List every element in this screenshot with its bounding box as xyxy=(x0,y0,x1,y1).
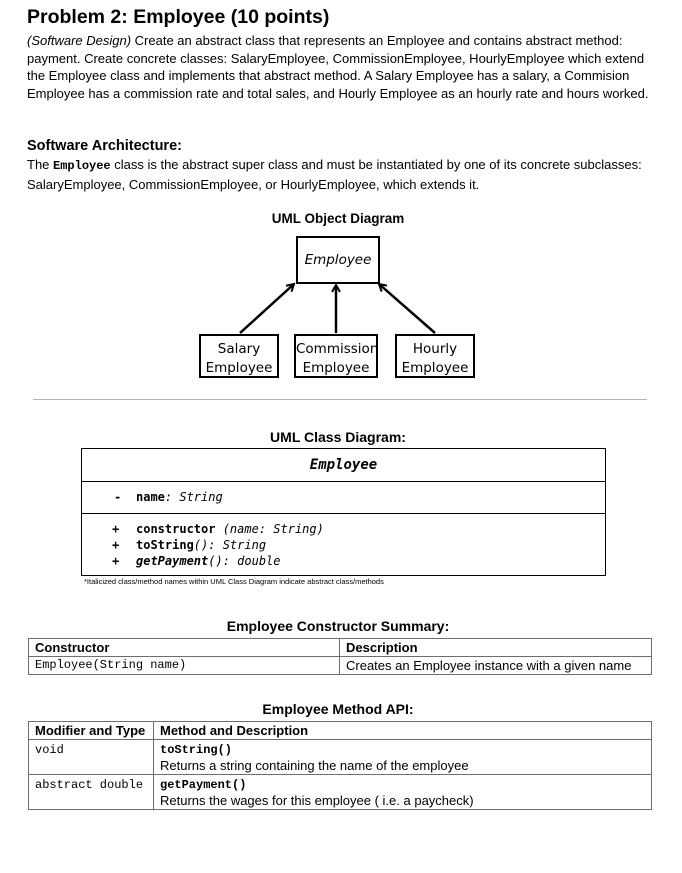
method-name-constructor: constructor xyxy=(136,522,216,536)
method-line-tostring: toString(): String xyxy=(136,538,266,552)
modifier-col-header: Modifier and Type xyxy=(28,721,154,740)
method-line-getpayment: getPayment(): double xyxy=(136,554,281,568)
commission-line2: Employee xyxy=(302,360,370,376)
constructor-summary-heading: Employee Constructor Summary: xyxy=(226,618,450,634)
architecture-text-after: class is the abstract super class and mu… xyxy=(27,157,642,192)
modifier-cell: void xyxy=(28,739,154,775)
table-row: Employee(String name) Creates an Employe… xyxy=(28,656,652,675)
architecture-text: The Employee class is the abstract super… xyxy=(27,156,667,193)
method-visibility-3: + xyxy=(112,554,120,568)
architecture-class-name: Employee xyxy=(53,159,111,173)
method-description: Returns the wages for this employee ( i.… xyxy=(160,793,474,808)
method-visibility-2: + xyxy=(112,538,120,552)
abstract-note: *Italicized class/method names within UM… xyxy=(84,577,384,586)
table-row: void toString() Returns a string contain… xyxy=(28,739,652,775)
intro-label: (Software Design) xyxy=(27,33,132,48)
section-divider xyxy=(33,399,647,400)
uml-class-box: Employee - name: String + constructor (n… xyxy=(81,448,606,576)
employee-object-box: Employee xyxy=(296,236,380,284)
intro-paragraph: (Software Design) Create an abstract cla… xyxy=(27,32,659,102)
method-description: Returns a string containing the name of … xyxy=(160,758,469,773)
field-name-line: name: String xyxy=(136,490,223,504)
method-name-tostring: toString xyxy=(136,538,194,552)
hourly-line2: Employee xyxy=(401,360,469,376)
salary-line1: Salary xyxy=(217,341,261,357)
intro-text: Create an abstract class that represents… xyxy=(27,33,649,101)
method-table-header: Modifier and Type Method and Description xyxy=(28,721,652,740)
method-name-getpayment: getPayment xyxy=(136,554,209,568)
method-cell: getPayment() Returns the wages for this … xyxy=(153,774,652,810)
field-type: : String xyxy=(164,490,223,504)
class-diagram-heading: UML Class Diagram: xyxy=(270,429,406,445)
method-visibility-1: + xyxy=(112,522,120,536)
method-line-constructor: constructor (name: String) xyxy=(136,522,324,536)
description-cell: Creates an Employee instance with a give… xyxy=(339,656,652,675)
uml-class-name: Employee xyxy=(82,449,605,482)
arrow-salary xyxy=(239,284,294,334)
method-sig-getpayment: (): double xyxy=(208,554,281,568)
object-diagram-heading: UML Object Diagram xyxy=(271,211,405,226)
constructor-col-header: Constructor xyxy=(28,638,340,657)
method-name: getPayment() xyxy=(160,778,247,792)
salary-line2: Employee xyxy=(205,360,273,376)
modifier-cell: abstract double xyxy=(28,774,154,810)
method-table: Modifier and Type Method and Description… xyxy=(28,721,652,810)
method-sig-tostring: (): String xyxy=(193,538,267,552)
method-cell: toString() Returns a string containing t… xyxy=(153,739,652,775)
method-col-header: Method and Description xyxy=(153,721,652,740)
method-name: toString() xyxy=(160,743,233,757)
architecture-heading: Software Architecture: xyxy=(27,138,182,154)
method-sig-constructor: (name: String) xyxy=(215,522,324,536)
constructor-table-header: Constructor Description xyxy=(28,638,652,657)
page-title: Problem 2: Employee (10 points) xyxy=(27,6,330,28)
hourly-line1: Hourly xyxy=(412,341,458,357)
constructor-table: Constructor Description Employee(String … xyxy=(28,638,652,675)
uml-fields-section: - name: String xyxy=(82,482,605,514)
field-visibility: - xyxy=(114,490,122,504)
arrow-hourly xyxy=(379,284,436,334)
field-name: name xyxy=(136,490,165,504)
table-row: abstract double getPayment() Returns the… xyxy=(28,774,652,810)
commission-line1: Commission xyxy=(296,341,379,357)
description-col-header: Description xyxy=(339,638,652,657)
architecture-text-before: The xyxy=(27,157,54,172)
method-api-heading: Employee Method API: xyxy=(262,701,414,717)
constructor-cell: Employee(String name) xyxy=(28,656,340,675)
